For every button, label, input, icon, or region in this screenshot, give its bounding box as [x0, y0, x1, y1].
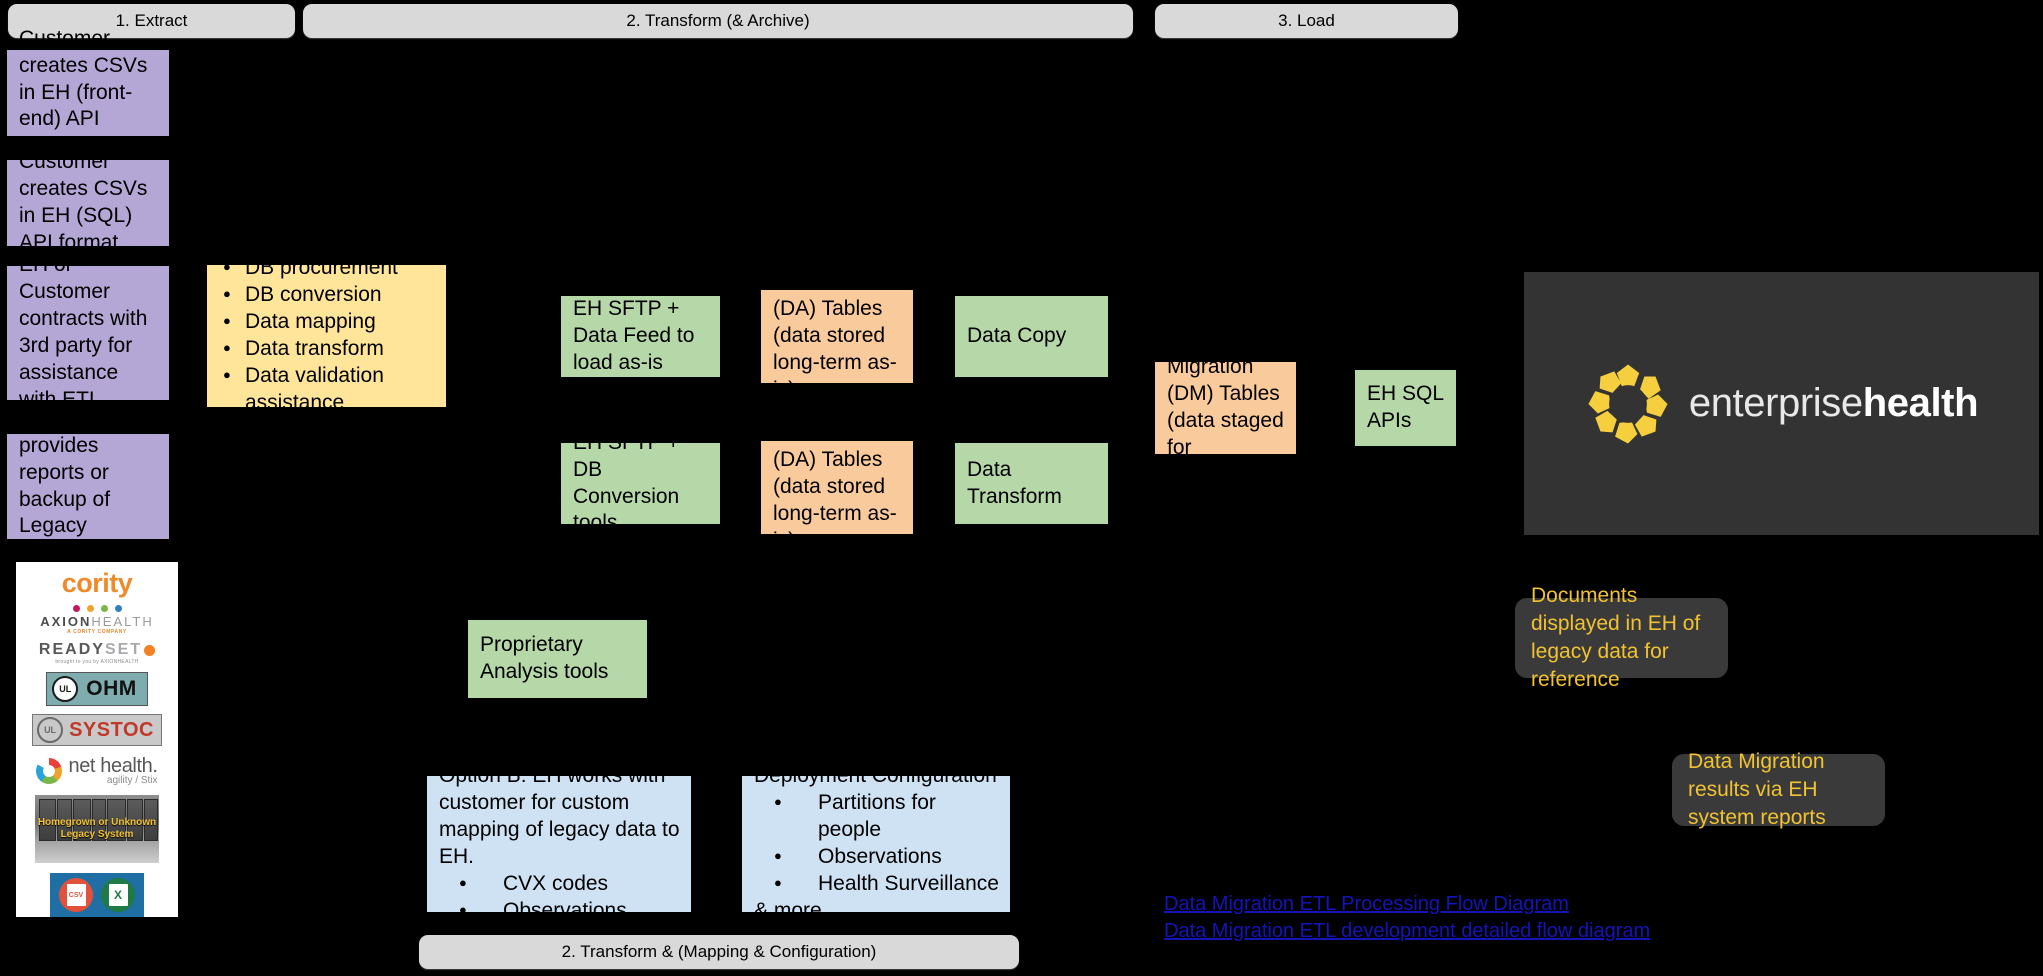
etl-services-box[interactable]: DB procurement DB conversion Data mappin… [207, 255, 446, 414]
third-party-etl-box[interactable]: EH or Customer contracts with 3rd party … [7, 253, 169, 411]
enterprise-health-sun-icon [1588, 363, 1668, 444]
data-archive-tables-box-2[interactable]: Data Archive (DA) Tables (data stored lo… [761, 421, 913, 552]
deployment-configuration-list: Partitions for people Observations Healt… [754, 790, 999, 898]
etl-services-list: DB procurement DB conversion Data mappin… [219, 255, 435, 416]
csv-file-icon: CSV [59, 878, 93, 912]
proprietary-analysis-tools-box[interactable]: Proprietary Analysis tools [468, 620, 647, 698]
etl-service-item: Data transform [223, 336, 435, 363]
option-b-item: Observations [459, 898, 680, 925]
third-party-etl-text: EH or Customer contracts with 3rd party … [19, 253, 148, 411]
csv-excel-file-icons: CSV X [50, 873, 144, 917]
ohm-word: OHM [86, 677, 137, 700]
net-health-logo: net health. agility / Stix [36, 755, 158, 786]
deployment-configuration-footer: & more [754, 898, 822, 922]
data-copy-box[interactable]: Data Copy [955, 296, 1108, 377]
systoc-word: SYSTOC [69, 718, 154, 741]
ohm-logo: UL OHM [46, 672, 148, 706]
data-migration-tables-box[interactable]: Data Migration (DM) Tables (data staged … [1155, 328, 1296, 486]
link-etl-development-detailed-flow-diagram[interactable]: Data Migration ETL development detailed … [1164, 920, 1651, 942]
data-archive-tables-text-1: Data Archive (DA) Tables (data stored lo… [773, 270, 897, 401]
axion-dots-icon [72, 605, 122, 612]
eh-sftp-data-feed-box[interactable]: EH SFTP + Data Feed to load as-is [561, 296, 720, 377]
phase-tab-transform[interactable]: 2. Transform (& Archive) [303, 4, 1133, 38]
net-health-tagline: agility / Stix [106, 775, 158, 786]
deployment-configuration-item: Partitions for people [774, 790, 999, 844]
cority-logo: cority [61, 568, 133, 598]
eh-sql-apis-box[interactable]: EH SQL APIs [1355, 370, 1456, 446]
option-b-heading: Option B: EH works with customer for cus… [439, 764, 680, 868]
customer-reports-backup-box[interactable]: Customer provides reports or backup of L… [7, 407, 169, 564]
net-health-word: net health. [68, 755, 158, 777]
deployment-configuration-box[interactable]: Deployment Configuration Partitions for … [742, 764, 1010, 922]
option-b-list: CVX codes Observations [439, 871, 680, 925]
etl-service-item: DB conversion [223, 282, 435, 309]
data-transform-text: Data Transform [967, 457, 1062, 508]
legacy-system-vendor-logos: cority AXIONHEALTH A CORITY COMPANY READ… [16, 562, 178, 917]
customer-csv-sql-box[interactable]: Customer creates CSVs in EH (SQL) API fo… [7, 150, 169, 254]
phase-tab-load[interactable]: 3. Load [1155, 4, 1458, 38]
option-b-item: CVX codes [459, 871, 680, 898]
enterprise-health-wordmark: enterprisehealth [1688, 381, 1979, 426]
ready-word: READY [38, 641, 105, 658]
phase-tab-transform-label: 2. Transform (& Archive) [626, 10, 810, 30]
data-migration-tables-text: Data Migration (DM) Tables (data staged … [1167, 328, 1284, 486]
set-word: SET [104, 641, 143, 658]
customer-csv-sql-text: Customer creates CSVs in EH (SQL) API fo… [19, 150, 148, 254]
data-transform-box[interactable]: Data Transform [955, 443, 1108, 524]
excel-file-icon: X [101, 878, 135, 912]
health-word: health [1862, 381, 1979, 425]
documents-displayed-callout[interactable]: Documents displayed in EH of legacy data… [1515, 584, 1728, 691]
phase-tab-extract-label: 1. Extract [115, 10, 188, 30]
etl-service-item: Data validation assistance [223, 363, 435, 417]
deployment-configuration-item: Observations [774, 844, 999, 871]
deployment-configuration-heading: Deployment Configuration [754, 764, 997, 788]
homegrown-legacy-system-photo: Homegrown or Unknown Legacy System [35, 795, 159, 863]
readyset-tagline: brought to you by AXIONHEALTH [55, 659, 139, 665]
data-copy-text: Data Copy [967, 324, 1067, 348]
systoc-logo: UL SYSTOC [32, 714, 162, 746]
link-etl-processing-flow-diagram[interactable]: Data Migration ETL Processing Flow Diagr… [1164, 893, 1569, 915]
data-archive-tables-text-2: Data Archive (DA) Tables (data stored lo… [773, 421, 897, 552]
axion-word: AXION [40, 614, 92, 629]
customer-csv-frontend-box[interactable]: Customer creates CSVs in EH (front-end) … [7, 27, 169, 157]
phase-tab-load-label: 3. Load [1278, 10, 1335, 30]
axion-health-word: HEALTH [91, 614, 154, 629]
eh-sftp-db-conversion-box[interactable]: EH SFTP + DB Conversion tools [561, 431, 720, 534]
eh-sftp-db-conversion-text: EH SFTP + DB Conversion tools [573, 430, 680, 535]
data-migration-results-callout-text: Data Migration results via EH system rep… [1688, 749, 1826, 830]
customer-reports-backup-text: Customer provides reports or backup of L… [19, 406, 111, 565]
etl-service-item: DB procurement [223, 255, 435, 282]
eh-sftp-data-feed-text: EH SFTP + Data Feed to load as-is [573, 297, 695, 374]
enterprise-health-logo-panel: enterprisehealth [1524, 272, 2039, 535]
phase-tab-extract[interactable]: 1. Extract [8, 4, 295, 38]
axionhealth-logo: AXIONHEALTH [40, 614, 154, 629]
proprietary-analysis-tools-text: Proprietary Analysis tools [480, 633, 609, 683]
legacy-system-caption: Homegrown or Unknown Legacy System [37, 816, 157, 841]
option-b-custom-mapping-box[interactable]: Option B: EH works with customer for cus… [427, 764, 691, 922]
phase-tab-transform-mapping-configuration[interactable]: 2. Transform & (Mapping & Configuration) [419, 935, 1019, 969]
phase-tab-transform-mapping-configuration-label: 2. Transform & (Mapping & Configuration) [561, 941, 877, 961]
documents-displayed-callout-text: Documents displayed in EH of legacy data… [1531, 583, 1701, 692]
ul-certification-icon: UL [52, 676, 79, 702]
axion-tagline: A CORITY COMPANY [67, 629, 127, 635]
customer-csv-frontend-text: Customer creates CSVs in EH (front-end) … [19, 26, 148, 158]
net-health-ring-icon [36, 758, 63, 784]
readyset-dot-icon [144, 644, 156, 656]
data-archive-tables-box-1[interactable]: Data Archive (DA) Tables (data stored lo… [761, 270, 913, 401]
ul-certification-icon: UL [37, 717, 64, 743]
etl-service-item: Data mapping [223, 309, 435, 336]
deployment-configuration-item: Health Surveillance [774, 871, 999, 898]
enterprise-word: enterprise [1688, 381, 1863, 425]
eh-sql-apis-text: EH SQL APIs [1367, 382, 1444, 432]
data-migration-results-callout[interactable]: Data Migration results via EH system rep… [1672, 750, 1885, 829]
